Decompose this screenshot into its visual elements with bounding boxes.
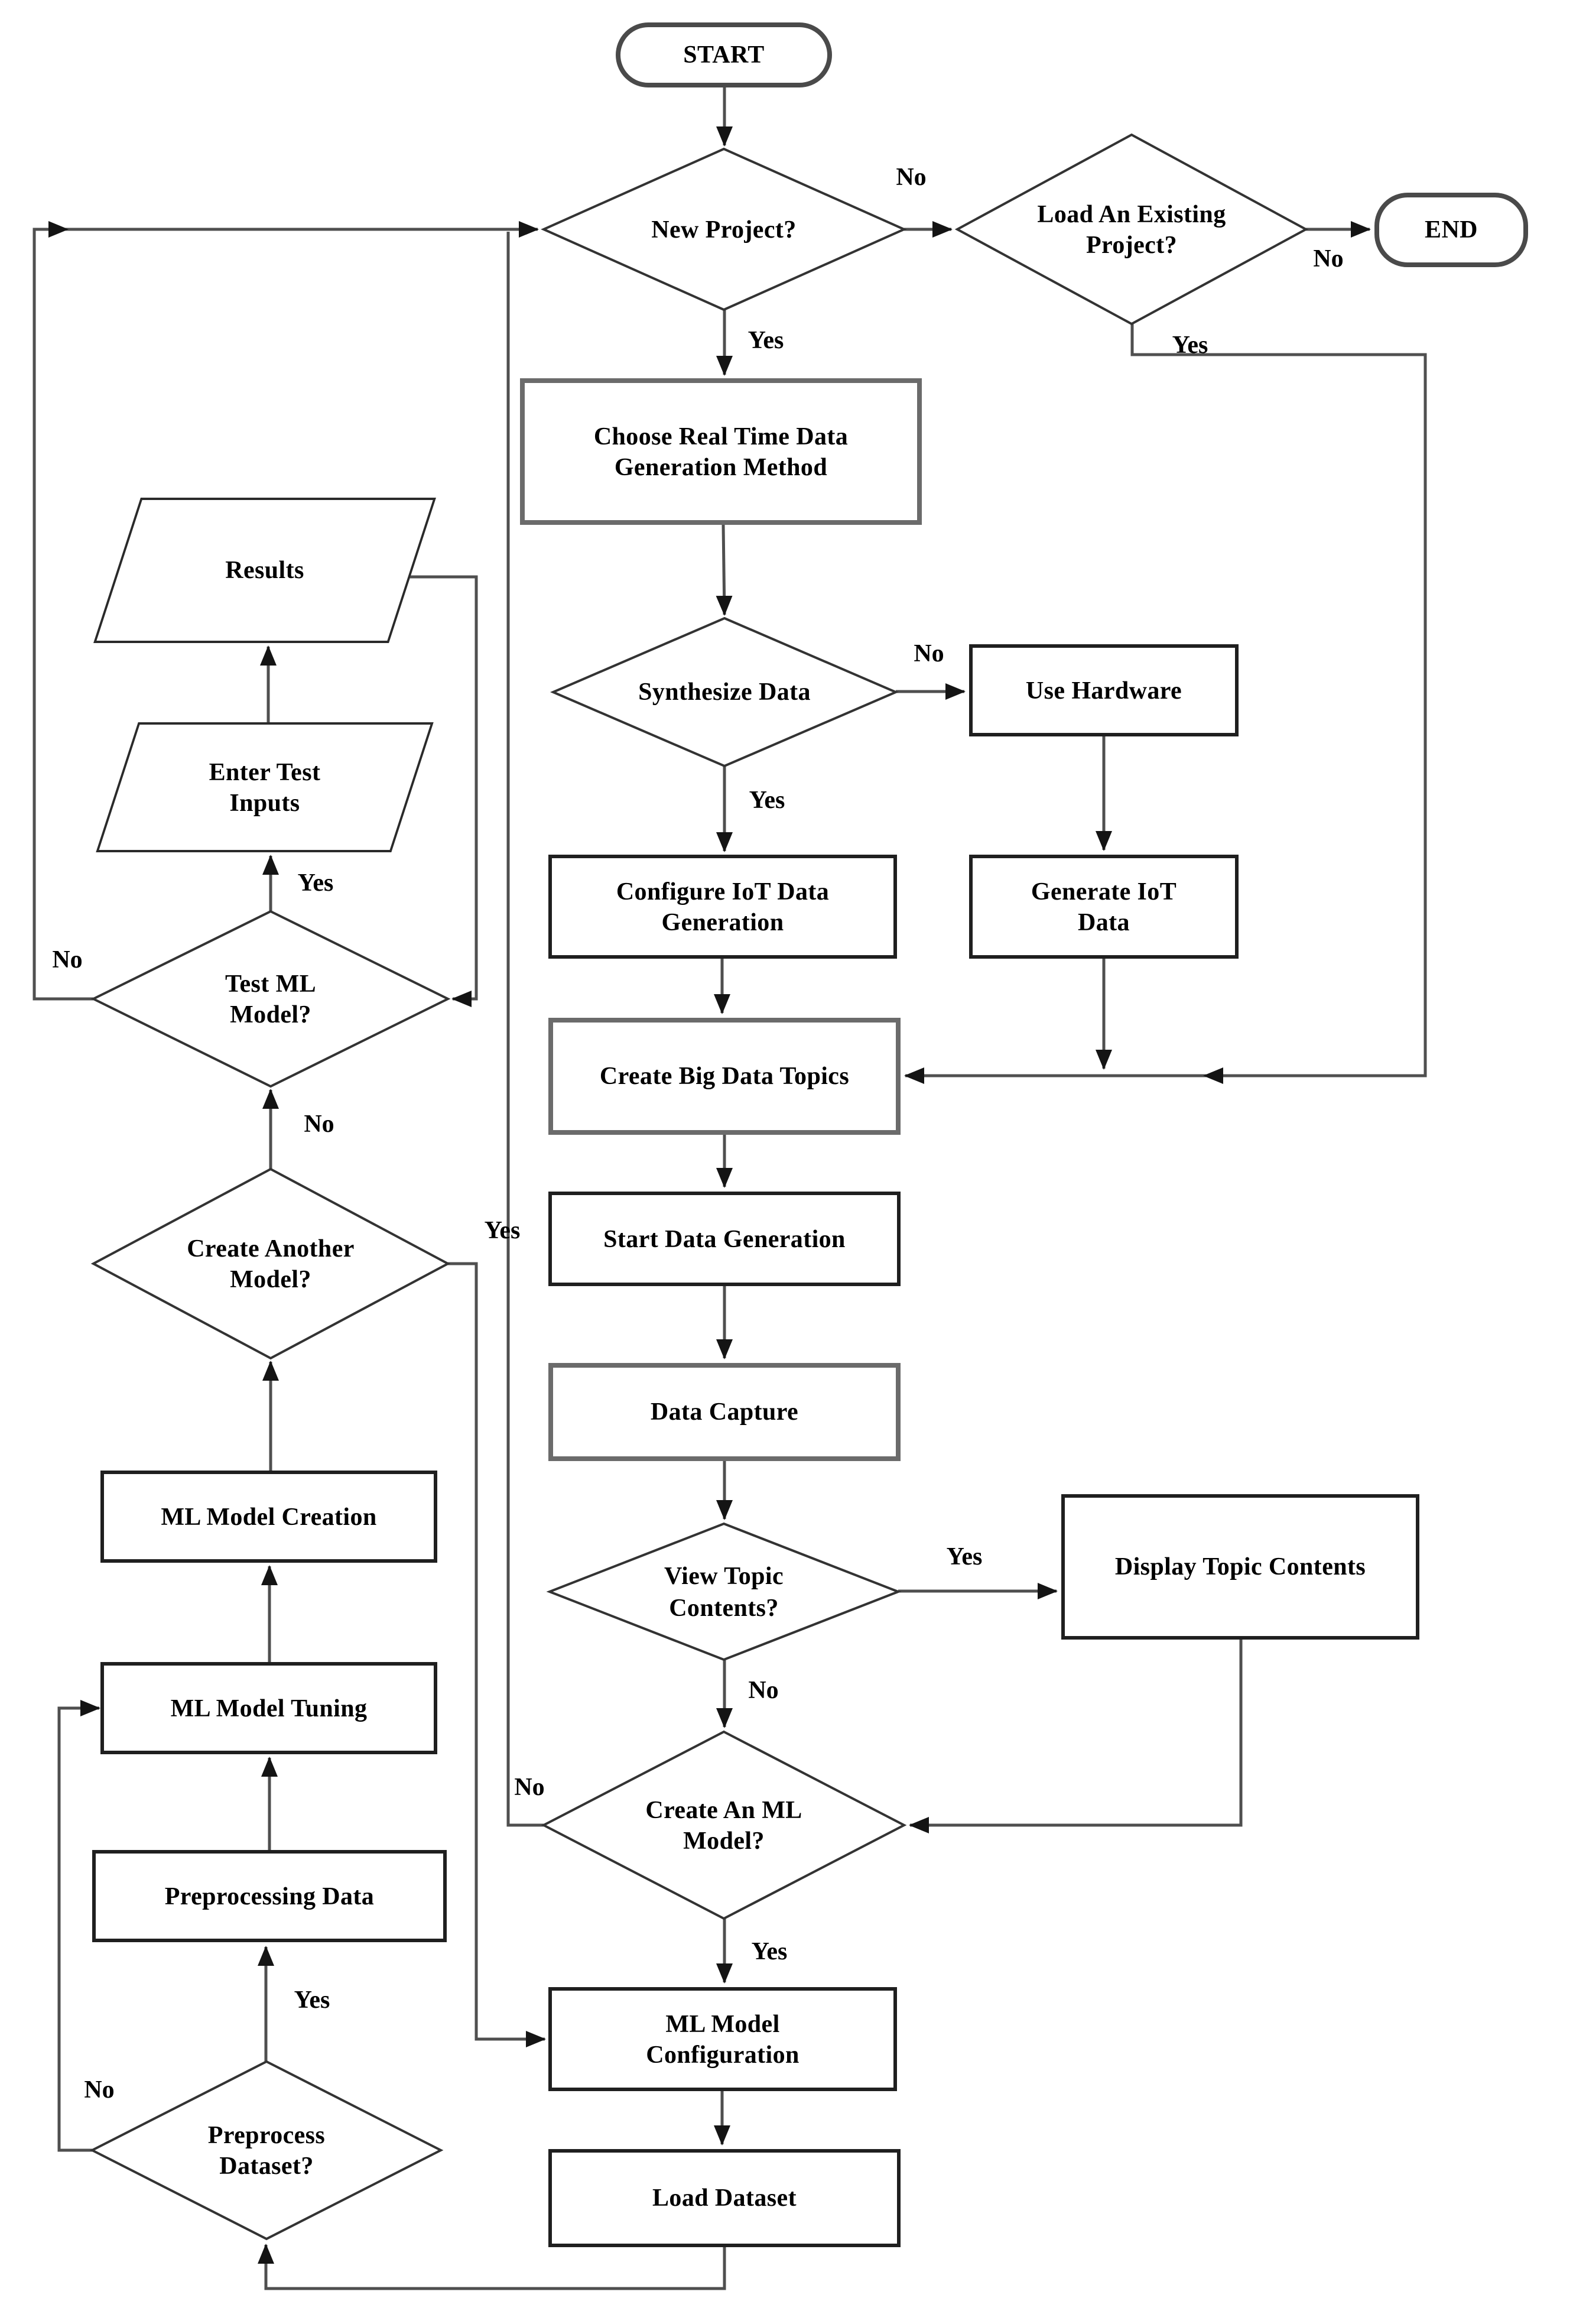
decision-synthesize-data-label: Synthesize Data [638, 677, 811, 706]
process-create-topics-label: Create Big Data Topics [599, 1062, 850, 1090]
decision-test-ml: Test ML Model? [93, 911, 448, 1086]
edge-createml-no-rail [506, 232, 544, 1827]
input-results-label: Results [225, 556, 304, 585]
process-ml-tuning: ML Model Tuning [100, 1662, 437, 1754]
terminator-start-label: START [683, 40, 765, 69]
process-choose-method-label: Choose Real Time Data Generation Method [593, 421, 849, 482]
edge-load-existing-yes-rail [904, 324, 1427, 1084]
diamond-shape [92, 2062, 441, 2239]
edge-preprocess-no-rail [57, 1700, 100, 2152]
diamond-shape [93, 911, 448, 1086]
process-ml-creation-label: ML Model Creation [161, 1502, 377, 1531]
edge-label-synthesize-yes: Yes [749, 786, 785, 814]
edge-testml-no-collector [32, 221, 539, 1001]
process-data-capture-label: Data Capture [650, 1397, 799, 1426]
edge-label-create-ml-yes: Yes [751, 1937, 788, 1965]
edge-display-to-createml [909, 1640, 1243, 1833]
edge-label-preprocess-yes: Yes [294, 1985, 330, 2014]
process-ml-config-label: ML Model Configuration [646, 2009, 800, 2069]
process-use-hardware-label: Use Hardware [1025, 676, 1182, 705]
edge-createanother-yes-rail [448, 1262, 546, 2047]
process-configure-iot-label: Configure IoT Data Generation [616, 877, 830, 937]
diamond-shape [957, 135, 1306, 324]
decision-create-another-label: Create Another Model? [187, 1234, 355, 1294]
diamond-shape [553, 618, 896, 766]
process-display-topic: Display Topic Contents [1061, 1494, 1419, 1640]
decision-preprocess-label: Preprocess Dataset? [207, 2120, 326, 2180]
input-enter-test-inputs: Enter Test Inputs [96, 722, 434, 852]
decision-test-ml-label: Test ML Model? [225, 969, 317, 1029]
process-generate-iot-label: Generate IoT Data [1031, 877, 1177, 937]
process-ml-tuning-label: ML Model Tuning [170, 1693, 368, 1722]
process-preprocessing-data-label: Preprocessing Data [164, 1881, 375, 1910]
edge-label-test-ml-yes: Yes [297, 868, 334, 897]
decision-load-existing: Load An Existing Project? [957, 135, 1306, 324]
decision-preprocess: Preprocess Dataset? [92, 2062, 441, 2239]
terminator-end-label: END [1425, 215, 1478, 244]
diamond-shape [93, 1169, 448, 1358]
process-generate-iot: Generate IoT Data [969, 855, 1239, 959]
edge-label-create-ml-no: No [514, 1773, 545, 1801]
process-load-dataset: Load Dataset [548, 2149, 901, 2247]
decision-create-ml: Create An ML Model? [544, 1732, 904, 1919]
decision-load-existing-label: Load An Existing Project? [1037, 199, 1226, 259]
edge-label-create-another-no: No [304, 1109, 334, 1138]
terminator-start: START [616, 22, 832, 87]
decision-create-another: Create Another Model? [93, 1169, 448, 1358]
decision-new-project-label: New Project? [651, 215, 797, 244]
input-enter-test-inputs-label: Enter Test Inputs [209, 757, 321, 817]
edge-label-preprocess-no: No [84, 2075, 115, 2104]
edge-label-create-another-yes: Yes [484, 1216, 521, 1244]
edge-label-new-project-yes: Yes [748, 326, 784, 354]
process-use-hardware: Use Hardware [969, 644, 1239, 736]
edge-loaddataset-to-preprocess [258, 2244, 726, 2290]
process-start-generation-label: Start Data Generation [603, 1224, 846, 1253]
process-ml-creation: ML Model Creation [100, 1471, 437, 1563]
decision-view-topic: View Topic Contents? [550, 1524, 898, 1660]
process-load-dataset-label: Load Dataset [652, 2183, 797, 2212]
process-choose-method: Choose Real Time Data Generation Method [520, 378, 922, 525]
decision-synthesize-data: Synthesize Data [553, 618, 896, 766]
process-configure-iot: Configure IoT Data Generation [548, 855, 897, 959]
terminator-end: END [1374, 193, 1528, 267]
edge-label-new-project-no: No [896, 163, 927, 191]
process-ml-config: ML Model Configuration [548, 1987, 897, 2091]
edge-results-loop-to-testml [402, 575, 478, 1007]
process-start-generation: Start Data Generation [548, 1192, 901, 1286]
edge-label-synthesize-no: No [914, 639, 944, 667]
edge-label-load-existing-yes: Yes [1172, 330, 1208, 359]
input-results: Results [93, 498, 436, 643]
process-data-capture: Data Capture [548, 1363, 901, 1461]
decision-create-ml-label: Create An ML Model? [645, 1795, 802, 1855]
process-create-topics: Create Big Data Topics [548, 1018, 901, 1135]
diamond-shape [544, 149, 904, 310]
edge-label-test-ml-no: No [52, 945, 83, 973]
edge-label-view-topic-yes: Yes [946, 1542, 983, 1570]
edge-label-load-existing-no: No [1313, 244, 1344, 272]
decision-new-project: New Project? [544, 149, 904, 310]
decision-view-topic-label: View Topic Contents? [664, 1562, 784, 1622]
edge-choose-to-synthesize [716, 524, 733, 616]
diamond-shape [550, 1524, 898, 1660]
process-preprocessing-data: Preprocessing Data [92, 1850, 447, 1942]
process-display-topic-label: Display Topic Contents [1114, 1552, 1366, 1581]
edge-label-view-topic-no: No [748, 1676, 779, 1704]
diamond-shape [544, 1732, 904, 1919]
